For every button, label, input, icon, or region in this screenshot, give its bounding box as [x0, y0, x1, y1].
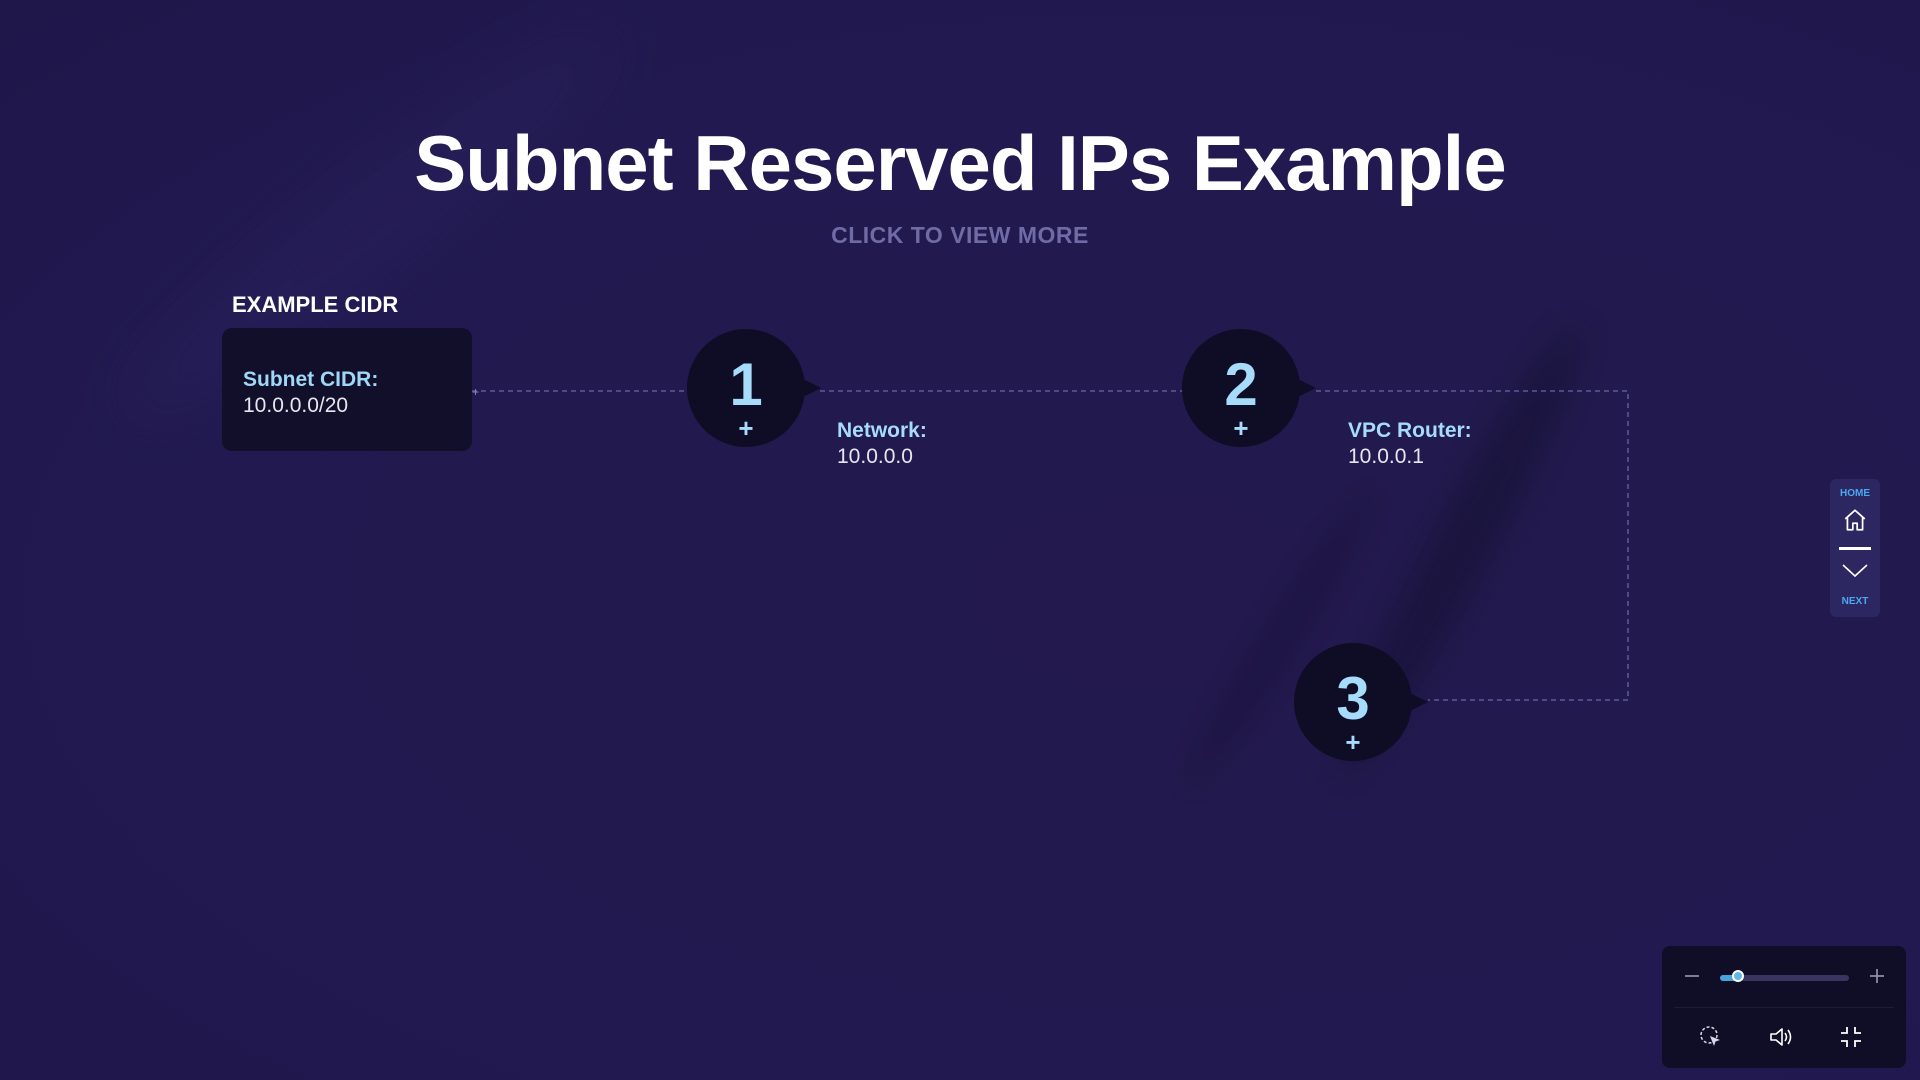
- zoom-slider-handle[interactable]: [1732, 970, 1745, 982]
- zoom-in-button[interactable]: [1867, 966, 1887, 986]
- node-info-value: 10.0.0.0: [837, 445, 913, 468]
- minus-icon: [1685, 975, 1699, 977]
- controls-divider: [1674, 1007, 1894, 1008]
- cursor-click-icon: [1700, 1026, 1720, 1046]
- home-icon: [1844, 509, 1866, 531]
- step-number: 1: [729, 351, 763, 418]
- side-navigation: HOME NEXT: [1830, 479, 1880, 617]
- cidr-card: Subnet CIDR: 10.0.0.0/20: [222, 328, 472, 451]
- cidr-label: Subnet CIDR:: [243, 368, 379, 391]
- view-more-link[interactable]: CLICK TO VIEW MORE: [831, 222, 1089, 248]
- node-info-value: 10.0.0.1: [1348, 445, 1424, 468]
- step-number: 2: [1224, 351, 1258, 418]
- node-info-label: Network:: [837, 419, 927, 442]
- step-node-2[interactable]: 2 +: [1182, 329, 1316, 447]
- page-title: Subnet Reserved IPs Example: [414, 119, 1506, 207]
- connector-start-marker: +: [472, 385, 479, 399]
- step-number: 3: [1336, 665, 1370, 732]
- expand-plus-icon: +: [738, 413, 754, 443]
- connector-node2-node3: [1316, 390, 1629, 701]
- zoom-slider[interactable]: [1720, 970, 1849, 982]
- volume-icon: [1770, 1028, 1792, 1046]
- node-2-info: VPC Router: 10.0.0.1: [1348, 419, 1472, 469]
- exit-fullscreen-button[interactable]: [1838, 1024, 1864, 1050]
- exit-fullscreen-icon: [1841, 1027, 1861, 1047]
- step-node-1[interactable]: 1 +: [687, 329, 821, 447]
- volume-button[interactable]: [1768, 1024, 1794, 1050]
- chevron-down-icon: [1842, 564, 1868, 578]
- zoom-out-button[interactable]: [1682, 966, 1702, 986]
- cidr-value: 10.0.0.0/20: [243, 394, 349, 417]
- node-1-info: Network: 10.0.0.0: [837, 419, 927, 469]
- step-node-3[interactable]: 3 +: [1294, 643, 1428, 761]
- home-button[interactable]: HOME: [1830, 479, 1880, 549]
- cidr-heading: EXAMPLE CIDR: [232, 292, 399, 317]
- next-button[interactable]: NEXT: [1830, 549, 1880, 617]
- pointer-button[interactable]: [1698, 1024, 1724, 1050]
- home-label: HOME: [1840, 488, 1870, 499]
- nav-divider: [1839, 547, 1871, 550]
- expand-plus-icon: +: [1345, 727, 1361, 757]
- next-label: NEXT: [1841, 596, 1869, 607]
- zoom-slider-fill: [1720, 975, 1739, 981]
- plus-icon: [1870, 969, 1884, 983]
- node-info-label: VPC Router:: [1348, 419, 1472, 442]
- expand-plus-icon: +: [1233, 413, 1249, 443]
- player-controls: [1662, 946, 1906, 1068]
